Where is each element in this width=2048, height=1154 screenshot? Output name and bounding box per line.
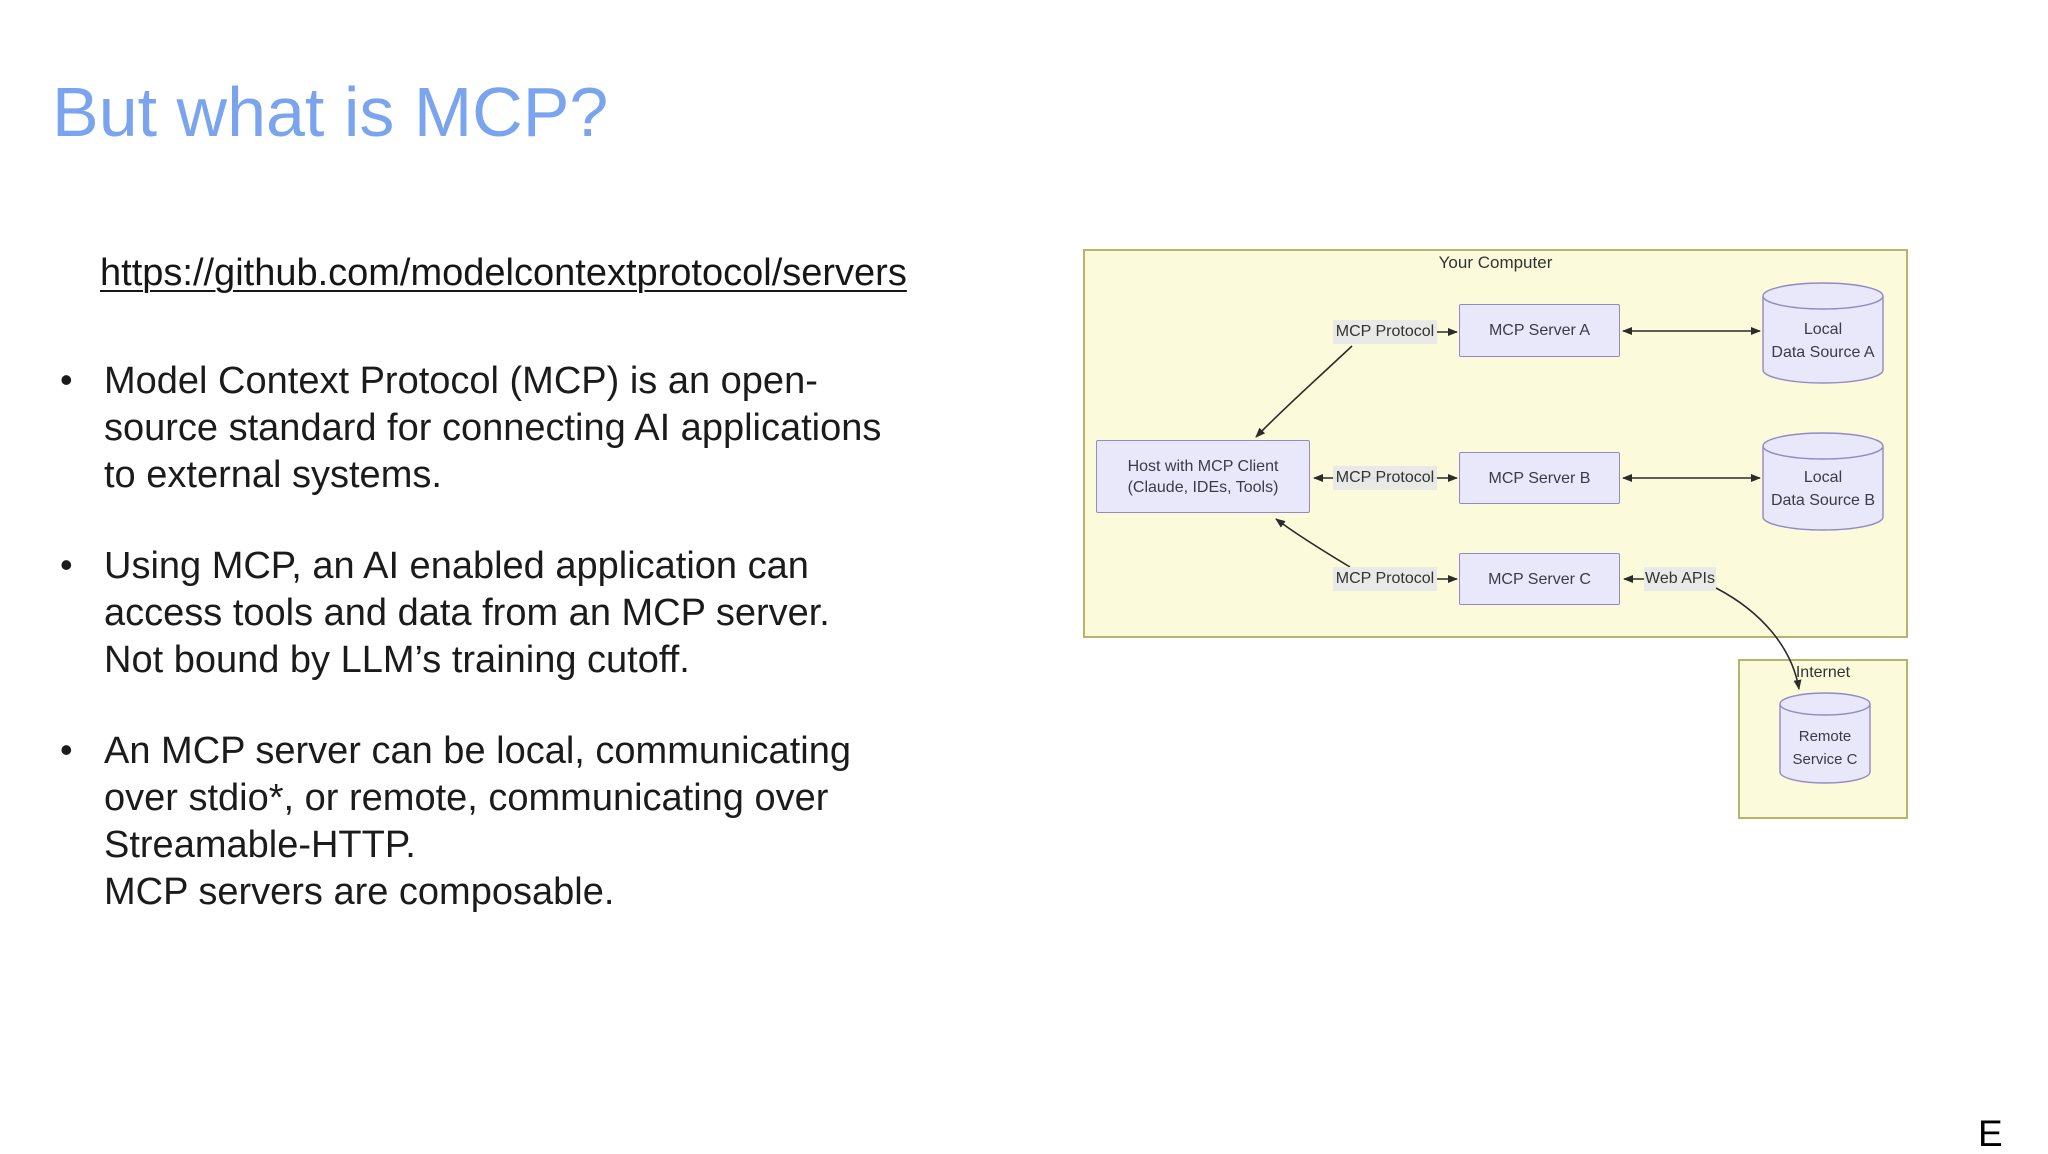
host-node-line1: Host with MCP Client: [1127, 457, 1279, 475]
mcp-server-b-node: MCP Server B: [1459, 452, 1620, 504]
cylinder-label-line: Remote: [1798, 728, 1852, 745]
mcp-protocol-label-b: MCP Protocol: [1333, 466, 1437, 490]
bullet-line: Model Context Protocol (MCP) is an open-: [104, 360, 818, 402]
bullet-line: to external systems.: [104, 454, 442, 496]
bullet-line: access tools and data from an MCP server…: [104, 592, 830, 634]
bullet-line: source standard for connecting AI applic…: [104, 407, 882, 449]
local-data-source-b-label: Local Data Source B: [1763, 466, 1883, 512]
bullet-line: MCP servers are composable.: [104, 871, 615, 913]
bullet-list: Model Context Protocol (MCP) is an open-…: [58, 356, 918, 960]
local-data-source-a-label: Local Data Source A: [1763, 318, 1883, 364]
bullet-item-mcp-transport: An MCP server can be local, communicatin…: [58, 726, 918, 916]
internet-label: Internet: [1795, 664, 1851, 681]
cylinder-label-line: Local: [1803, 469, 1843, 486]
github-link-container: https://github.com/modelcontextprotocol/…: [100, 250, 907, 297]
github-servers-link[interactable]: https://github.com/modelcontextprotocol/…: [100, 252, 907, 294]
host-with-mcp-client-node: Host with MCP Client (Claude, IDEs, Tool…: [1096, 440, 1310, 513]
bullet-item-mcp-usage: Using MCP, an AI enabled application can…: [58, 541, 918, 684]
bullet-line: An MCP server can be local, communicatin…: [104, 730, 851, 772]
page-title: But what is MCP?: [52, 72, 609, 151]
mcp-server-c-node: MCP Server C: [1459, 553, 1620, 605]
mcp-server-a-node: MCP Server A: [1459, 304, 1620, 357]
mcp-protocol-label-a: MCP Protocol: [1333, 320, 1437, 344]
bullet-line: Streamable-HTTP.: [104, 824, 416, 866]
cylinder-label-line: Service C: [1792, 751, 1858, 768]
cylinder-label-line: Data Source A: [1771, 344, 1875, 361]
bullet-line: Using MCP, an AI enabled application can: [104, 545, 809, 587]
cylinder-label-line: Local: [1803, 321, 1843, 338]
your-computer-label: Your Computer: [1438, 253, 1553, 272]
bullet-line: Not bound by LLM’s training cutoff.: [104, 639, 690, 681]
cylinder-label-line: Data Source B: [1770, 492, 1876, 509]
footer-letter: E: [1978, 1113, 2003, 1154]
host-node-line2: (Claude, IDEs, Tools): [1127, 478, 1279, 496]
bullet-item-mcp-definition: Model Context Protocol (MCP) is an open-…: [58, 356, 918, 499]
mcp-protocol-label-c: MCP Protocol: [1333, 567, 1437, 591]
bullet-line: over stdio*, or remote, communicating ov…: [104, 777, 829, 819]
remote-service-c-label: Remote Service C: [1780, 725, 1870, 771]
web-apis-label: Web APIs: [1644, 567, 1716, 591]
